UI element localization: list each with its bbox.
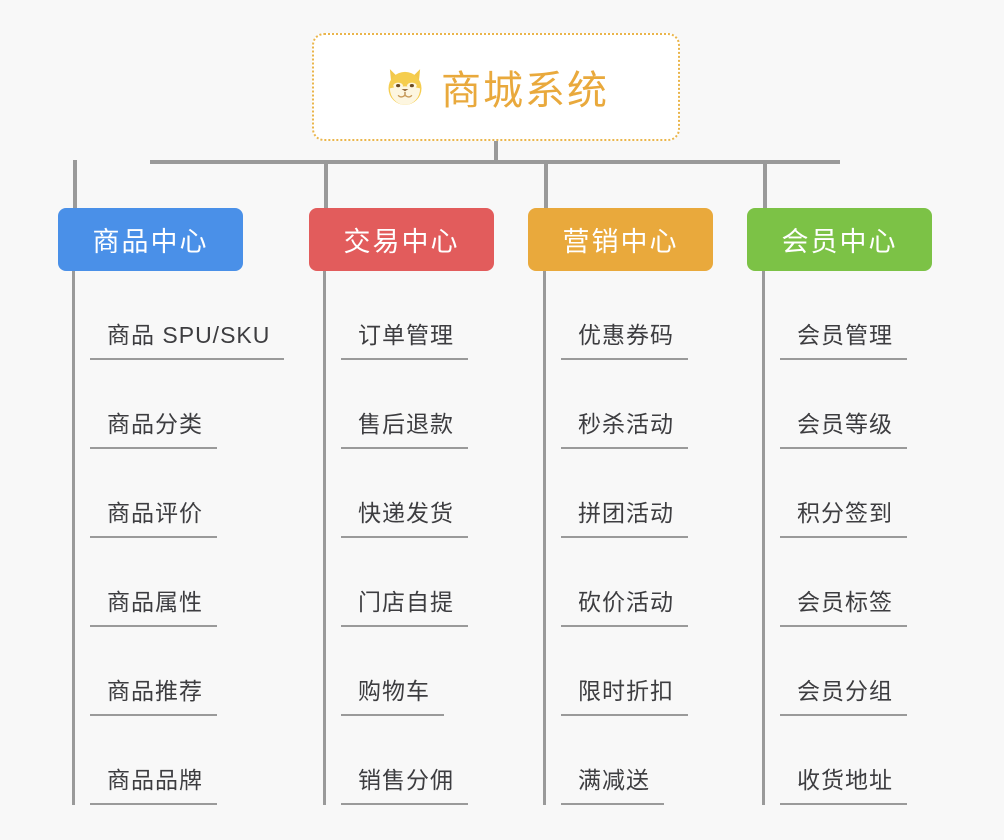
connector-drop-product-center [73,160,77,208]
leaf-item[interactable]: 商品分类 [90,360,217,449]
leaf-item[interactable]: 优惠券码 [561,271,688,360]
leaf-item[interactable]: 砍价活动 [561,538,688,627]
connector-horizontal-bus [150,160,840,164]
leaf-item[interactable]: 限时折扣 [561,627,688,716]
leaf-item-label: 会员分组 [797,678,893,704]
column-member-center: 会员中心会员管理会员等级积分签到会员标签会员分组收货地址 [747,208,932,805]
leaf-item[interactable]: 会员等级 [780,360,907,449]
connector-drop-marketing-center [544,160,548,208]
leaf-item-label: 会员标签 [797,589,893,615]
leaf-item[interactable]: 拼团活动 [561,449,688,538]
leaf-item[interactable]: 会员标签 [780,538,907,627]
leaf-item[interactable]: 会员管理 [780,271,907,360]
leaf-item[interactable]: 商品推荐 [90,627,217,716]
leaf-item-label: 限时折扣 [578,678,674,704]
column-trade-center: 交易中心订单管理售后退款快递发货门店自提购物车销售分佣 [309,208,494,805]
category-header-member-center[interactable]: 会员中心 [747,208,932,271]
leaf-item[interactable]: 商品 SPU/SKU [90,271,285,360]
leaf-item-label: 商品推荐 [107,678,203,704]
connector-drop-member-center [763,160,767,208]
leaf-item-label: 商品属性 [107,589,203,615]
column-product-center: 商品中心商品 SPU/SKU 商品分类商品评价商品属性商品推荐商品品牌 [58,208,285,805]
connector-drop-trade-center [324,160,328,208]
connector-root-stem [494,141,498,163]
leaf-item-label: 售后退款 [358,411,454,437]
leaf-item[interactable]: 门店自提 [341,538,468,627]
leaf-item[interactable]: 订单管理 [341,271,468,360]
leaf-item[interactable]: 商品属性 [90,538,217,627]
leaf-item[interactable]: 售后退款 [341,360,468,449]
column-marketing-center: 营销中心优惠券码秒杀活动拼团活动砍价活动限时折扣满减送 [528,208,713,805]
dog-face-icon [383,65,427,109]
category-header-marketing-center[interactable]: 营销中心 [528,208,713,271]
leaf-item-label: 会员管理 [797,322,893,348]
leaf-item-label: 砍价活动 [578,589,674,615]
leaf-item-label: 积分签到 [797,500,893,526]
leaf-item[interactable]: 满减送 [561,716,664,805]
leaf-item-label: 订单管理 [358,322,454,348]
leaf-list-trade-center: 订单管理售后退款快递发货门店自提购物车销售分佣 [323,271,494,805]
category-header-trade-center[interactable]: 交易中心 [309,208,494,271]
leaf-item-label: 快递发货 [358,500,454,526]
leaf-item-label: 秒杀活动 [578,411,674,437]
leaf-item-label: 商品品牌 [107,767,203,793]
leaf-item[interactable]: 秒杀活动 [561,360,688,449]
leaf-item-label: 满减送 [578,767,650,793]
leaf-item-label: 门店自提 [358,589,454,615]
category-header-product-center[interactable]: 商品中心 [58,208,243,271]
leaf-list-member-center: 会员管理会员等级积分签到会员标签会员分组收货地址 [762,271,932,805]
leaf-item[interactable]: 收货地址 [780,716,907,805]
leaf-item[interactable]: 购物车 [341,627,444,716]
leaf-item-label: 收货地址 [797,767,893,793]
leaf-item-label: 购物车 [358,678,430,704]
leaf-list-marketing-center: 优惠券码秒杀活动拼团活动砍价活动限时折扣满减送 [543,271,713,805]
leaf-item-label: 商品 SPU/SKU [107,322,271,348]
leaf-item[interactable]: 积分签到 [780,449,907,538]
leaf-item[interactable]: 商品品牌 [90,716,217,805]
leaf-item-label: 销售分佣 [358,767,454,793]
root-node[interactable]: 商城系统 [312,33,680,141]
root-title: 商城系统 [441,69,609,113]
leaf-item[interactable]: 会员分组 [780,627,907,716]
leaf-item-label: 拼团活动 [578,500,674,526]
leaf-item-label: 会员等级 [797,411,893,437]
leaf-item-label: 商品分类 [107,411,203,437]
leaf-item[interactable]: 销售分佣 [341,716,468,805]
leaf-list-product-center: 商品 SPU/SKU 商品分类商品评价商品属性商品推荐商品品牌 [72,271,285,805]
leaf-item-label: 商品评价 [107,500,203,526]
leaf-item[interactable]: 商品评价 [90,449,217,538]
leaf-item-label: 优惠券码 [578,322,674,348]
leaf-item[interactable]: 快递发货 [341,449,468,538]
